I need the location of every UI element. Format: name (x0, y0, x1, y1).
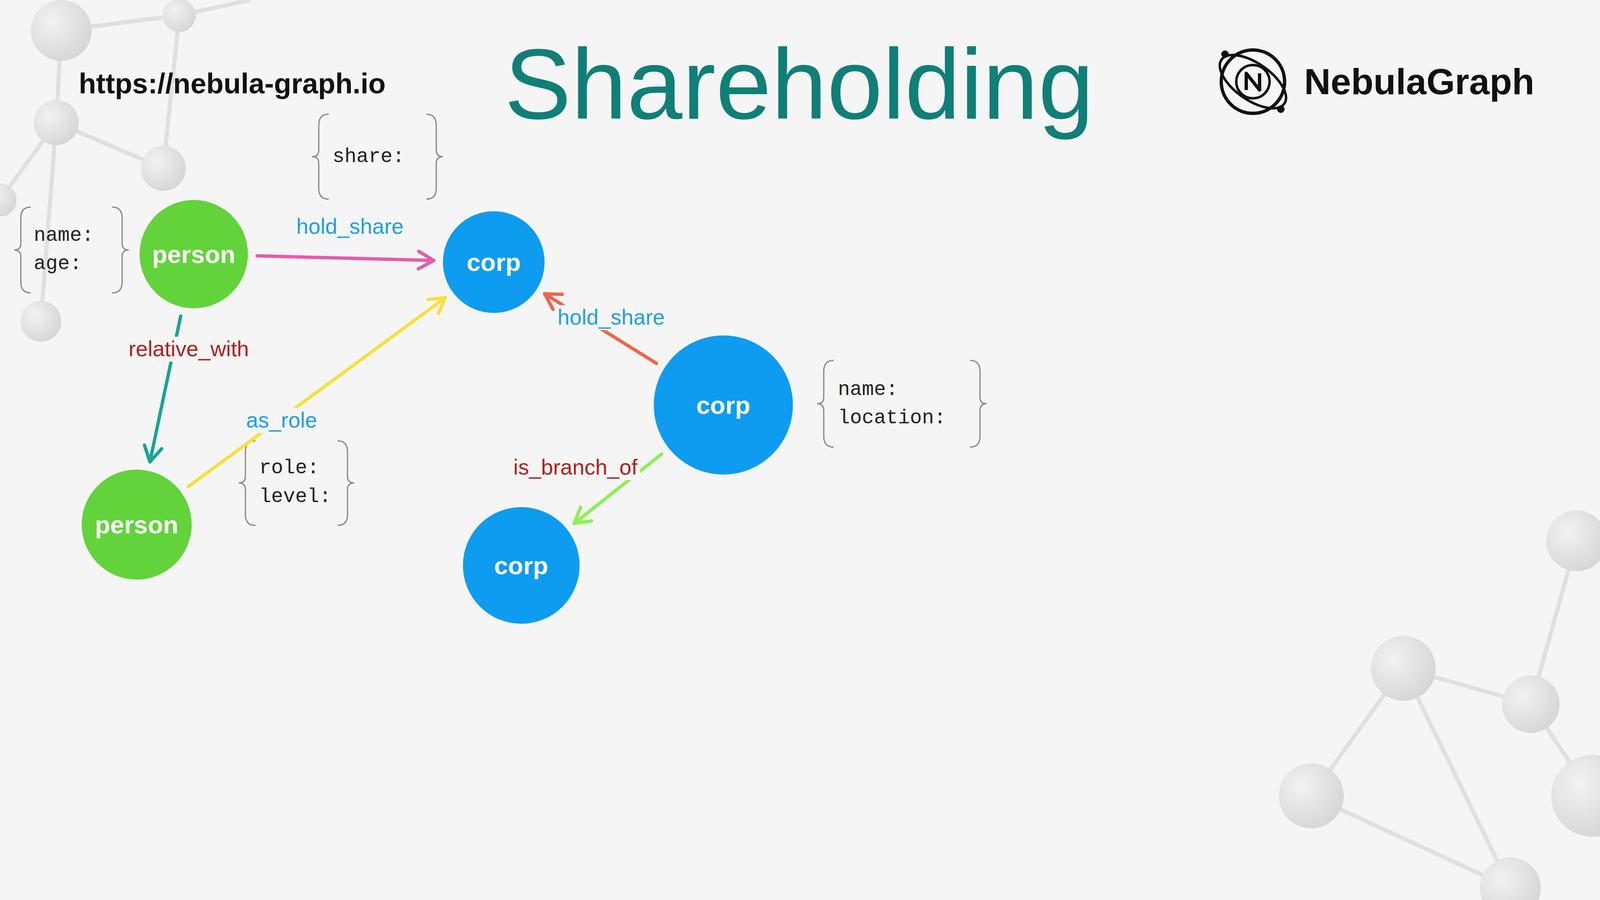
property-field: role: (259, 456, 320, 480)
logo-icon (1210, 44, 1295, 119)
property-braces (14, 114, 987, 526)
edge-label: relative_with (125, 336, 252, 362)
corp-node: corp (462, 507, 580, 624)
property-field: name: (33, 224, 94, 248)
edge-line (188, 297, 446, 487)
node-label: person (95, 510, 179, 540)
node-label: corp (494, 551, 549, 580)
edge-label: hold_share (293, 214, 406, 240)
property-field: location: (837, 406, 946, 430)
arrow-head (574, 507, 592, 524)
edge-line (257, 255, 434, 261)
arrow-head (427, 297, 446, 314)
property-field: age: (33, 252, 82, 276)
edge-label: as_role (243, 407, 320, 433)
person-node: person (139, 200, 248, 309)
diagram-title: Shareholding (504, 29, 1094, 140)
arrow-head (144, 445, 162, 462)
person-node: person (81, 469, 192, 580)
node-label: person (152, 240, 236, 269)
brand-name: NebulaGraph (1304, 60, 1535, 103)
property-field: share: (332, 145, 405, 169)
node-label: corp (696, 390, 751, 420)
relation-edge (257, 251, 434, 269)
corp-node: corp (442, 211, 545, 313)
node-label: corp (466, 247, 521, 277)
edge-label: is_branch_of (510, 455, 640, 480)
relation-edge (188, 297, 446, 487)
edge-label: hold_share (555, 305, 668, 330)
property-field: name: (837, 378, 898, 402)
site-url: https://nebula-graph.io (78, 67, 386, 100)
corp-node: corp (653, 335, 793, 475)
property-field: level: (259, 485, 332, 509)
arrow-head (418, 251, 434, 269)
